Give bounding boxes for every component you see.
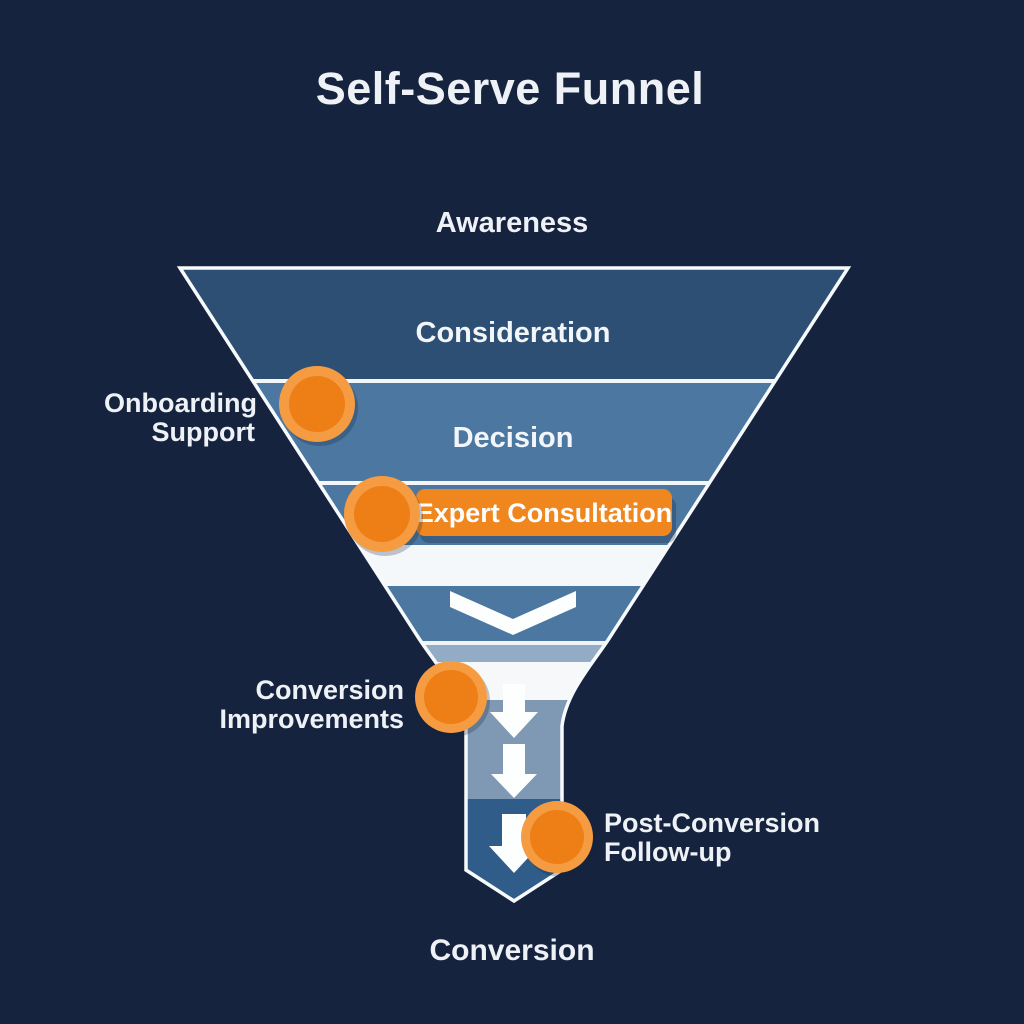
arrow-down-icon: [491, 744, 537, 798]
marker-core: [530, 810, 584, 864]
marker-core: [354, 486, 410, 542]
expert-consultation-pill: Expert Consultation: [416, 489, 676, 543]
funnel-top-label: Awareness: [436, 207, 589, 239]
annotation-line: Improvements: [219, 704, 404, 734]
annotation-onboarding-support: Onboarding Support: [104, 388, 257, 447]
marker-core: [424, 670, 478, 724]
annotation-line: Support: [152, 417, 255, 447]
band-white-gap: [180, 545, 848, 586]
annotation-line: Follow-up: [604, 837, 731, 867]
stage-label-expert-consultation: Expert Consultation: [416, 498, 673, 528]
band-divider: [180, 379, 848, 383]
conversion-improvements-marker: [415, 661, 490, 737]
page-title: Self-Serve Funnel: [316, 63, 705, 114]
band-consideration: [180, 268, 848, 379]
pill-background: [416, 489, 672, 536]
arrow-down-icon: [490, 684, 538, 738]
band-light-blue: [180, 645, 848, 662]
onboarding-support-marker: [279, 366, 358, 446]
post-conversion-marker: [521, 801, 596, 877]
annotation-line: Conversion: [255, 675, 404, 705]
band-divider: [180, 641, 848, 645]
annotation-conversion-improvements: Conversion Improvements: [219, 675, 404, 734]
marker-core: [289, 376, 345, 432]
annotation-line: Post-Conversion: [604, 808, 820, 838]
funnel-outline: [176, 266, 852, 904]
funnel-bottom-label: Conversion: [429, 934, 594, 967]
stage-label-decision: Decision: [453, 422, 574, 454]
band-divider: [180, 481, 848, 485]
stage-label-consideration: Consideration: [416, 317, 611, 349]
annotation-post-conversion-follow-up: Post-Conversion Follow-up: [604, 808, 820, 867]
expert-consultation-marker: [344, 476, 423, 556]
chevron-down-icon: [450, 591, 576, 635]
arrow-down-icon: [489, 814, 539, 873]
annotation-line: Onboarding: [104, 388, 257, 418]
